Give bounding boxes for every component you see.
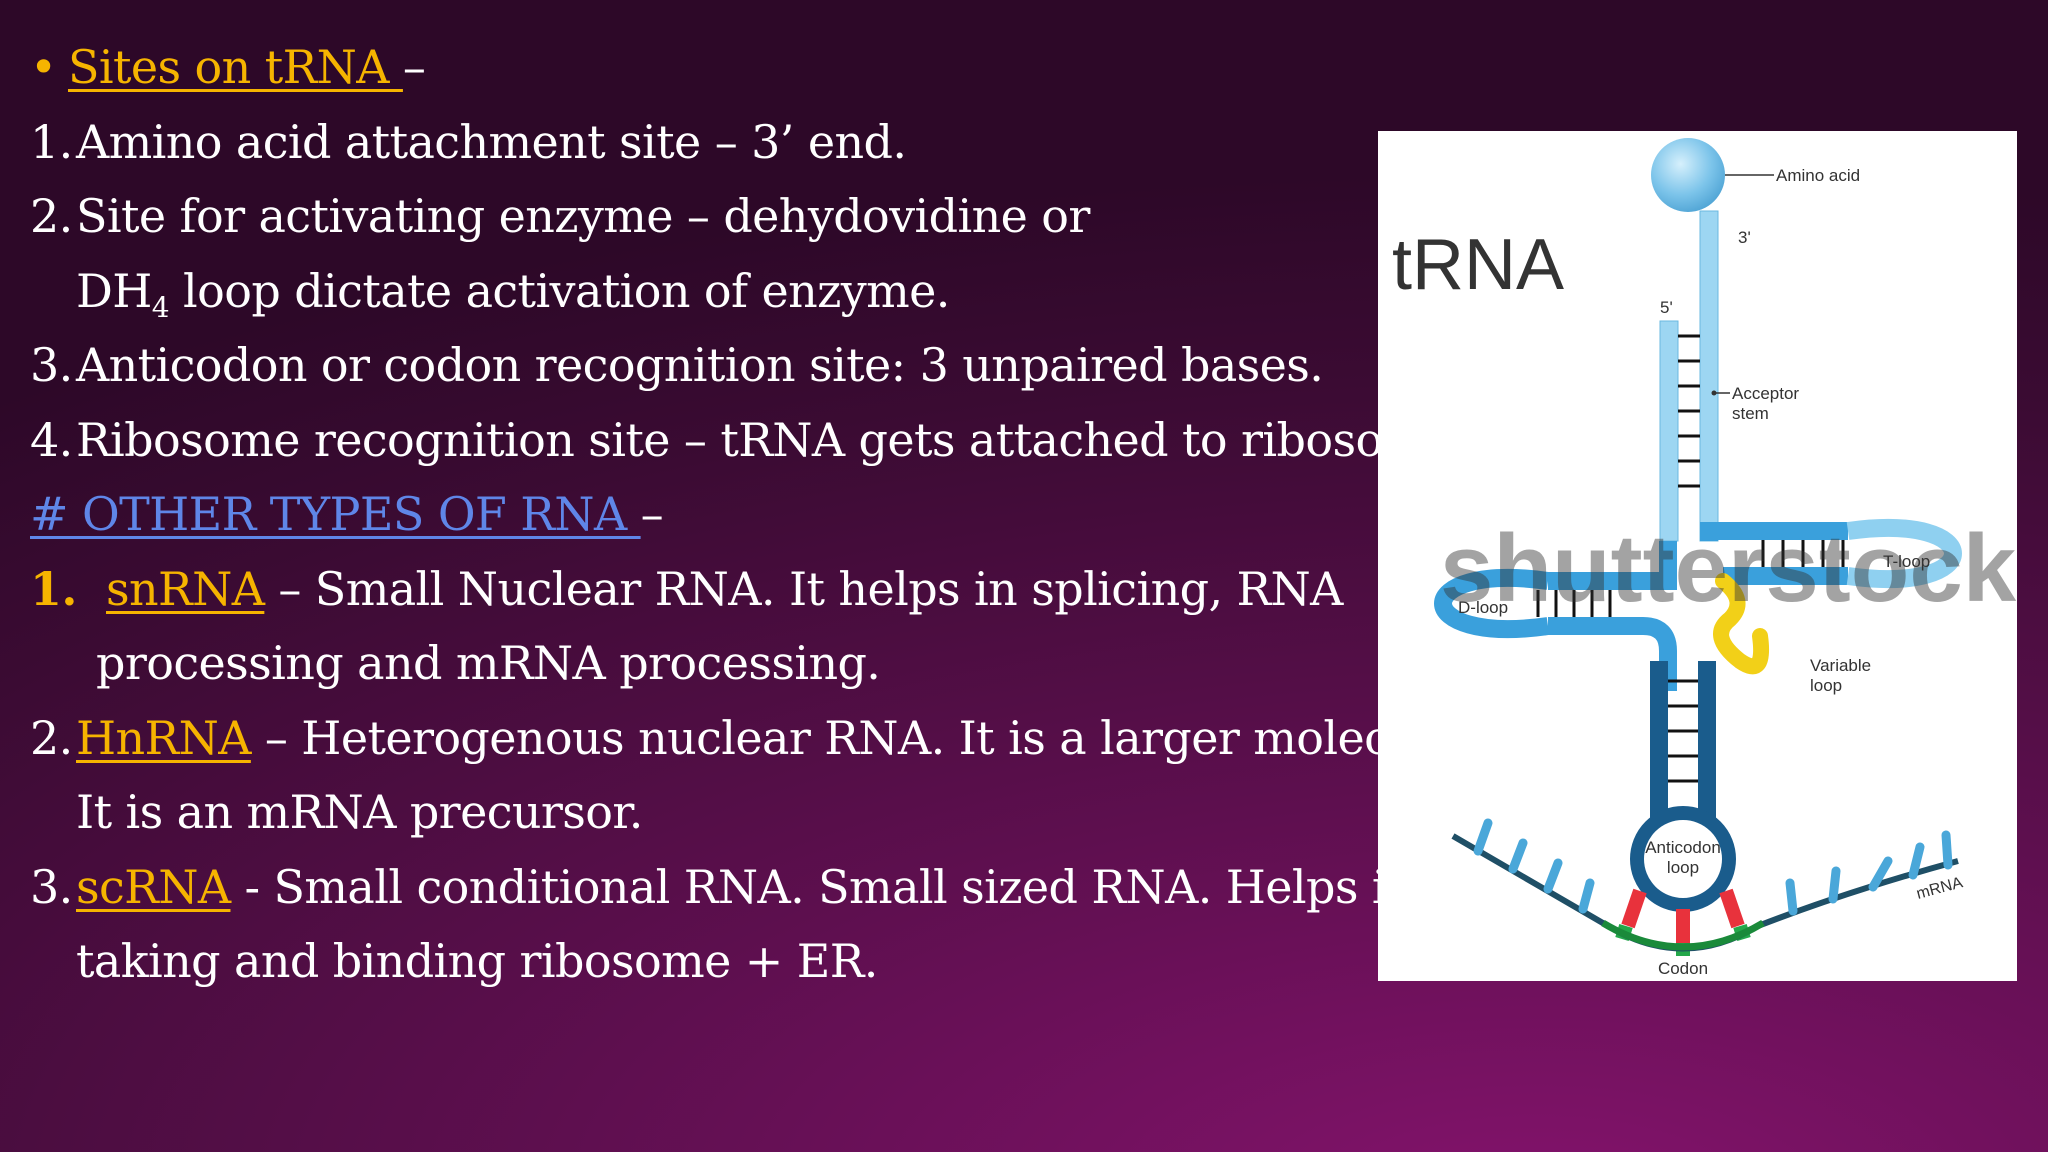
site-item-2-number: 2.: [30, 189, 73, 243]
hnrna-term: HnRNA: [76, 710, 251, 765]
scrna-term: scRNA: [76, 859, 231, 914]
diagram-title: tRNA: [1392, 225, 1564, 305]
site-item-1-text: Amino acid attachment site – 3’ end.: [76, 114, 907, 169]
d-arm-base-pairs: [1536, 590, 1612, 617]
scrna-number: 3.: [30, 859, 73, 914]
site-item-2-continued-text: loop dictate activation of enzyme.: [169, 263, 950, 318]
rna-type-snrna: 1. snRNA – Small Nuclear RNA. It helps in…: [30, 552, 1370, 627]
t-arm-base-pairs: [1761, 540, 1845, 567]
snrna-text: – Small Nuclear RNA. It helps in splicin…: [264, 561, 1343, 616]
anticodon-loop-shape: [1630, 806, 1736, 912]
site-item-2-continued: DH4 loop dictate activation of enzyme.: [30, 254, 1370, 329]
d-arm-strand-top: [1548, 541, 1677, 590]
site-item-2: 2.Site for activating enzyme – dehydovid…: [30, 179, 1370, 254]
bullet-icon: •: [30, 40, 57, 94]
acceptor-stem-strand-3: [1699, 210, 1719, 542]
d-arm-strand-bottom: [1548, 617, 1677, 691]
sites-heading-dash: –: [402, 40, 426, 94]
hnrna-number: 2.: [30, 710, 73, 765]
rna-type-scrna: 3.scRNA - Small conditional RNA. Small s…: [30, 850, 1416, 925]
other-types-dash: –: [640, 487, 664, 541]
d-loop-shape: [1434, 568, 1550, 639]
anticodon-stem-strand-right: [1698, 661, 1716, 851]
scrna-text: - Small conditional RNA. Small sized RNA…: [230, 859, 1416, 914]
rna-type-scrna-continued: taking and binding ribosome + ER.: [30, 924, 1370, 999]
acceptor-stem-label-1: Acceptor: [1732, 384, 1799, 403]
trna-diagram-svg: tRNA Amino acid 3' 5' Acceptor stem: [1392, 138, 2017, 978]
codon-segment: [1601, 919, 1765, 951]
d-loop-label: D-loop: [1458, 598, 1508, 617]
site-item-4-text: Ribosome recognition site – tRNA gets at…: [76, 412, 1467, 467]
anticodon-loop-label-2: loop: [1667, 858, 1699, 877]
mrna-label: mRNA: [1915, 874, 1965, 903]
site-item-3-number: 3.: [30, 338, 73, 392]
dh-subscript: 4: [151, 290, 170, 324]
t-loop-shape: [1846, 518, 1962, 589]
acceptor-stem-base-pairs: [1678, 334, 1700, 488]
snrna-term: snRNA: [106, 561, 265, 616]
rna-type-hnrna: 2.HnRNA – Heterogenous nuclear RNA. It i…: [30, 701, 1474, 776]
rna-type-hnrna-continued: It is an mRNA precursor.: [30, 775, 1370, 850]
amino-acid-sphere: [1651, 138, 1725, 212]
site-item-2-text: Site for activating enzyme – dehydovidin…: [76, 189, 1090, 243]
anticodon-loop-label-1: Anticodon: [1645, 838, 1721, 857]
three-prime-label: 3': [1738, 228, 1751, 247]
codon-label: Codon: [1658, 959, 1708, 978]
other-types-heading-line: # OTHER TYPES OF RNA –: [30, 477, 1370, 552]
amino-acid-label: Amino acid: [1776, 166, 1860, 185]
site-item-3-text: Anticodon or codon recognition site: 3 u…: [76, 338, 1324, 392]
snrna-number: 1.: [30, 561, 77, 616]
t-arm-strand-top: [1700, 522, 1848, 541]
t-loop-label: T-loop: [1883, 552, 1930, 571]
five-prime-label: 5': [1660, 298, 1673, 317]
variable-loop-label-1: Variable: [1810, 656, 1871, 675]
dh-prefix: DH: [76, 263, 152, 318]
mrna-bases: [1473, 818, 1953, 916]
hnrna-text: – Heterogenous nuclear RNA. It is a larg…: [250, 710, 1474, 765]
site-item-4-number: 4.: [30, 412, 73, 467]
sites-heading-line: •Sites on tRNA –: [30, 30, 1370, 105]
variable-loop-label-2: loop: [1810, 676, 1842, 695]
other-types-heading: # OTHER TYPES OF RNA: [30, 487, 641, 541]
anticodon-stem-base-pairs: [1668, 679, 1698, 783]
site-item-4: 4.Ribosome recognition site – tRNA gets …: [30, 403, 1467, 478]
site-item-3: 3.Anticodon or codon recognition site: 3…: [30, 328, 1370, 403]
watermark: shutterstock: [1440, 515, 2017, 622]
variable-loop-shape: [1713, 573, 1769, 675]
sites-heading: Sites on tRNA: [68, 40, 403, 94]
snrna-text-continued: processing and mRNA processing.: [96, 636, 881, 690]
site-item-1: 1.Amino acid attachment site – 3’ end.: [30, 105, 1370, 180]
rna-type-snrna-continued: processing and mRNA processing.: [30, 626, 1370, 701]
scrna-text-continued: taking and binding ribosome + ER.: [76, 934, 878, 988]
slide-text: •Sites on tRNA – 1.Amino acid attachment…: [30, 30, 1474, 999]
site-item-1-number: 1.: [30, 114, 73, 169]
anticodon-stem-strand-left: [1650, 661, 1668, 851]
acceptor-stem-strand-5: [1659, 320, 1679, 542]
acceptor-stem-label-2: stem: [1732, 404, 1769, 423]
hnrna-text-continued: It is an mRNA precursor.: [76, 785, 643, 839]
trna-diagram: tRNA Amino acid 3' 5' Acceptor stem: [1378, 131, 2017, 981]
